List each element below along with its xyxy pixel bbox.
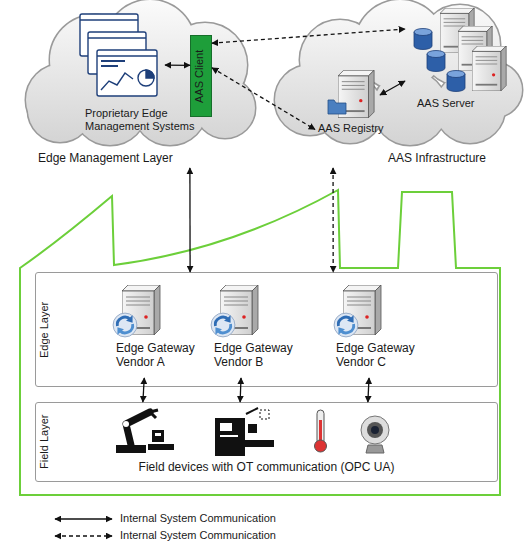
layer-box: Edge LayerEdge Gateway Vendor A Edge Gate…	[35, 272, 498, 387]
dashboard-icon	[88, 37, 146, 38]
solid-connector	[143, 378, 144, 402]
dashboard-icon	[80, 19, 138, 20]
robot-arm-icon	[123, 421, 129, 427]
machine-icon	[215, 418, 245, 456]
server-cluster-icon	[427, 51, 445, 72]
camera-icon	[361, 416, 389, 444]
cloud-shape	[28, 78, 92, 142]
cloud-shape	[26, 0, 255, 145]
machine-icon	[215, 408, 274, 456]
cloud-shape	[28, 78, 92, 142]
gateway-icon	[334, 313, 358, 337]
gateway-icon	[334, 285, 381, 337]
server-cluster-icon	[414, 8, 506, 92]
layer-label: Field Layer	[38, 403, 54, 481]
server-cluster-icon	[447, 71, 465, 92]
node-label: Edge Management Layer	[38, 151, 253, 165]
robot-arm-icon	[148, 444, 174, 450]
cloud-group: AAS Infrastructure AAS Registry AAS Server	[275, 0, 520, 168]
server-box: AAS Server	[405, 8, 500, 108]
dashboard-icon	[101, 73, 133, 90]
dashboard-icon	[97, 50, 157, 96]
server-cluster-icon	[414, 29, 432, 50]
camera-icon	[371, 426, 379, 434]
layer-box: Field LayerField devices with OT communi…	[35, 402, 498, 482]
dashed-connector	[332, 168, 333, 272]
layer-label: AAS Client	[193, 36, 209, 116]
solid-arrow-sample	[55, 518, 112, 519]
cloud-shape	[275, 0, 522, 145]
robot-arm-icon	[152, 430, 164, 442]
solid-connector	[380, 81, 405, 95]
node-label: Proprietary Edge Management Systems	[85, 107, 197, 133]
solid-connector	[165, 64, 190, 66]
solid-connector	[368, 378, 369, 402]
machine-icon	[220, 435, 238, 437]
camera-icon	[361, 416, 389, 453]
layer-label: Edge Layer	[38, 273, 54, 386]
gateway-icon	[113, 313, 137, 337]
node-label: AAS Server	[417, 97, 502, 110]
dashboard-icon	[146, 70, 154, 78]
node-label: Field devices with OT communication (OPC…	[36, 460, 497, 474]
gateway-icon	[211, 285, 258, 337]
gateway-icon	[113, 285, 160, 337]
robot-arm-icon	[126, 412, 150, 445]
robot-arm-icon	[155, 433, 161, 436]
dashed-connector	[212, 29, 405, 43]
node-label: AAS Infrastructure	[388, 151, 518, 165]
node-label: AAS Registry	[318, 122, 398, 135]
server-cluster-icon	[472, 46, 506, 91]
dashboard-icon	[101, 65, 118, 67]
node-label: Edge Gateway Vendor A	[116, 341, 198, 369]
client-box: AAS Client	[190, 35, 212, 117]
dashboard-icon	[138, 70, 154, 86]
cloud-shape	[275, 0, 522, 145]
gateway-box: Edge Gateway Vendor C	[331, 283, 426, 378]
machine-icon	[246, 408, 258, 414]
dashboard-icon	[80, 14, 157, 96]
dashboard-icon	[97, 55, 157, 56]
gateway-box: Edge Gateway Vendor B	[209, 283, 304, 378]
gateway-box: Edge Gateway Vendor A	[111, 283, 206, 378]
registry-server-icon	[328, 70, 374, 118]
legend-text: Internal System Communication	[120, 529, 276, 542]
legend-text: Internal System Communication	[120, 512, 276, 525]
gateway-icon	[211, 313, 235, 337]
node-label: Edge Gateway Vendor C	[336, 341, 418, 369]
cloud-shape	[26, 0, 255, 145]
thermometer-icon	[315, 410, 327, 452]
machine-icon	[260, 410, 269, 419]
machine-icon	[240, 440, 274, 447]
robot-arm-icon	[116, 410, 174, 453]
factory-outline	[20, 190, 500, 495]
solid-connector	[239, 378, 241, 402]
dashed-arrow-sample	[55, 535, 112, 536]
cloud-shape	[26, 0, 255, 145]
camera-icon	[367, 422, 383, 438]
cloud-shape	[275, 0, 522, 145]
solid-connector	[189, 168, 190, 272]
thermometer-icon	[315, 440, 327, 452]
machine-icon	[220, 423, 232, 431]
system-box: Proprietary Edge Management Systems	[70, 10, 165, 138]
registry-box: AAS Registry	[315, 65, 380, 140]
dashboard-icon	[101, 60, 125, 62]
dashed-connector	[212, 68, 315, 130]
machine-icon	[248, 424, 257, 433]
node-label: Edge Gateway Vendor B	[214, 341, 296, 369]
thermometer-icon	[317, 410, 324, 444]
robot-arm-icon	[150, 410, 158, 418]
registry-server-icon	[328, 100, 346, 114]
camera-icon	[366, 445, 384, 453]
cloud-group: Edge Management Layer Proprietary Edge Ma…	[20, 0, 255, 168]
